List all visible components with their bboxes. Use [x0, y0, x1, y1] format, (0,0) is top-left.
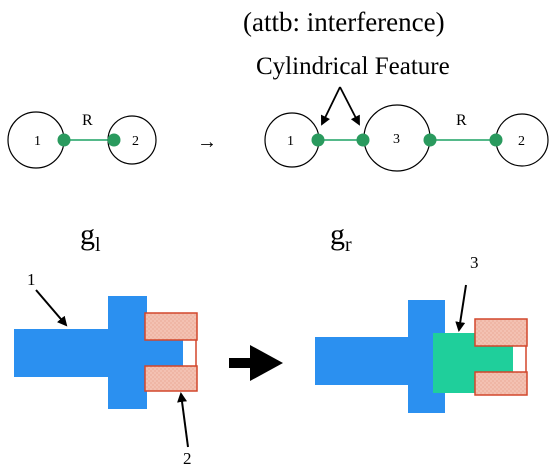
right-graph-name-main: g	[330, 218, 345, 251]
callout-2-label: 2	[183, 449, 192, 467]
assembly-transform-arrow	[229, 345, 283, 381]
left-graph-port-b	[107, 133, 121, 147]
transform-arrow: →	[197, 131, 217, 153]
left-graph-name: gl	[80, 218, 101, 256]
right-graph-node-2-label: 2	[518, 134, 525, 149]
left-shaft-pin	[147, 340, 183, 366]
right-graph-port-b	[356, 133, 370, 147]
right-assembly	[315, 300, 528, 413]
right-sleeve	[433, 333, 475, 393]
callout-3-arrow	[455, 284, 467, 332]
callout-1-label: 1	[27, 270, 36, 289]
feature-label: Cylindrical Feature	[256, 53, 450, 80]
callout-2-arrow	[177, 392, 189, 448]
right-graph: 1 3 2 R	[264, 104, 549, 172]
right-shaft-pin	[475, 346, 513, 372]
left-assembly	[14, 296, 198, 409]
left-shaft-body	[14, 329, 110, 377]
left-graph-node-2-label: 2	[132, 134, 139, 149]
right-graph-edge-label: R	[456, 112, 467, 129]
feature-callout-arrows	[321, 86, 360, 126]
right-graph-port-c	[423, 133, 437, 147]
right-graph-name-sub: r	[345, 234, 352, 256]
right-shaft-body	[315, 337, 410, 385]
left-graph-node-1-label: 1	[34, 134, 41, 149]
left-shaft-collar	[108, 296, 147, 409]
left-graph: 1 2 R	[7, 111, 157, 169]
right-nut-top	[474, 318, 528, 347]
left-graph-edge-label: R	[82, 112, 93, 129]
left-graph-name-main: g	[80, 218, 95, 251]
right-graph-node-1-label: 1	[287, 134, 294, 149]
callout-3-label: 3	[470, 253, 479, 272]
left-graph-port-a	[57, 133, 71, 147]
right-graph-name: gr	[330, 218, 352, 256]
left-nut-bottom	[144, 365, 198, 392]
right-graph-node-3-label: 3	[393, 132, 400, 147]
right-nut-bottom	[474, 371, 528, 396]
callout-1-arrow	[35, 289, 68, 327]
left-graph-name-sub: l	[95, 234, 101, 256]
right-graph-port-d	[489, 133, 503, 147]
left-nut-top	[144, 312, 198, 341]
right-graph-port-a	[311, 133, 325, 147]
attribute-label: (attb: interference)	[243, 7, 445, 37]
